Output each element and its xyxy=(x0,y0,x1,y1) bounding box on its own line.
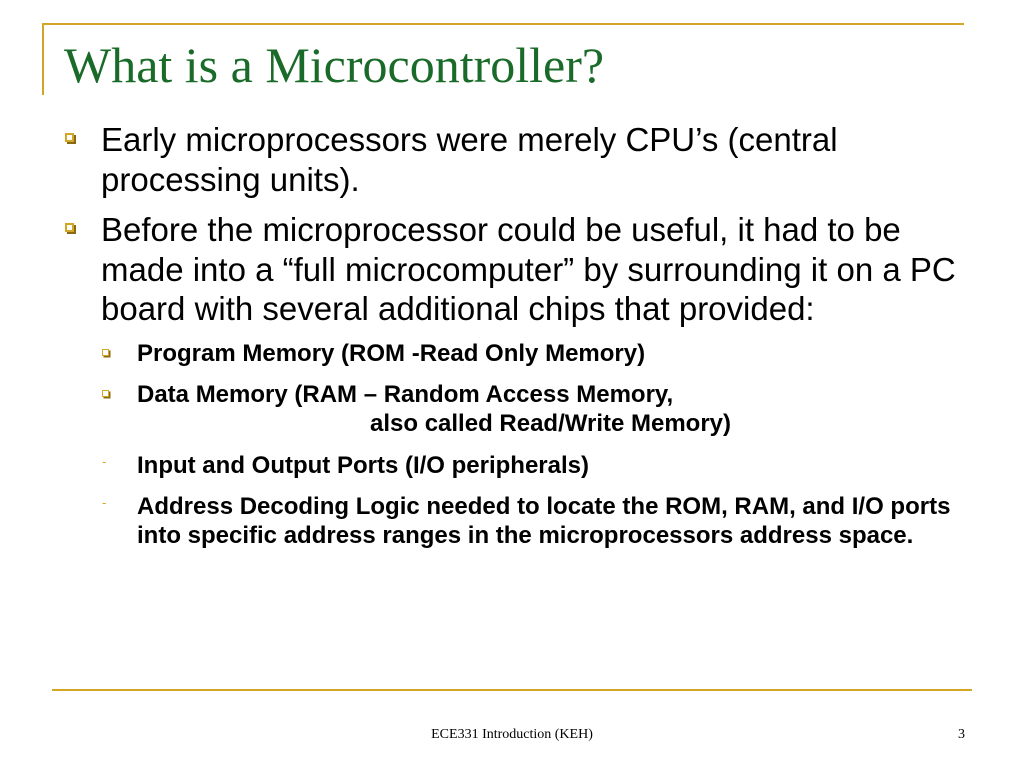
page-number: 3 xyxy=(958,727,965,742)
dash-bullet-icon: - xyxy=(102,454,107,470)
bullet-item: Early microprocessors were merely CPU’s … xyxy=(0,120,1024,199)
sub-bullet-item: - Address Decoding Logic needed to locat… xyxy=(0,493,1024,551)
slide-title: What is a Microcontroller? xyxy=(64,37,605,93)
bullet-text: Early microprocessors were merely CPU’s … xyxy=(101,121,838,198)
bullet-list: Early microprocessors were merely CPU’s … xyxy=(0,120,1024,563)
sub-bullet-item: - Input and Output Ports (I/O peripheral… xyxy=(0,452,1024,481)
bullet-text: Before the microprocessor could be usefu… xyxy=(101,211,956,328)
slide-footer: ECE331 Introduction (KEH) xyxy=(431,727,593,742)
sub-bullet-text: Data Memory (RAM – Random Access Memory, xyxy=(137,380,674,408)
sub-bullet-item: Data Memory (RAM – Random Access Memory,… xyxy=(0,381,1024,439)
square-bullet-icon xyxy=(65,133,74,142)
footer-rule xyxy=(52,689,972,691)
dash-bullet-icon: - xyxy=(102,495,107,511)
sub-bullet-item: Program Memory (ROM -Read Only Memory) xyxy=(0,340,1024,369)
frame-left-line xyxy=(42,23,44,95)
sub-bullet-text: Input and Output Ports (I/O peripherals) xyxy=(137,452,590,480)
sub-bullet-continuation: also called Read/Write Memory) xyxy=(370,409,732,437)
square-bullet-icon xyxy=(102,348,109,356)
square-bullet-icon xyxy=(102,389,109,397)
sub-bullet-text: Program Memory (ROM -Read Only Memory) xyxy=(137,339,646,367)
square-bullet-icon xyxy=(65,223,74,233)
frame-top-line xyxy=(42,23,964,25)
bullet-item: Before the microprocessor could be usefu… xyxy=(0,210,1024,329)
sub-bullet-text: Address Decoding Logic needed to locate … xyxy=(137,493,951,549)
